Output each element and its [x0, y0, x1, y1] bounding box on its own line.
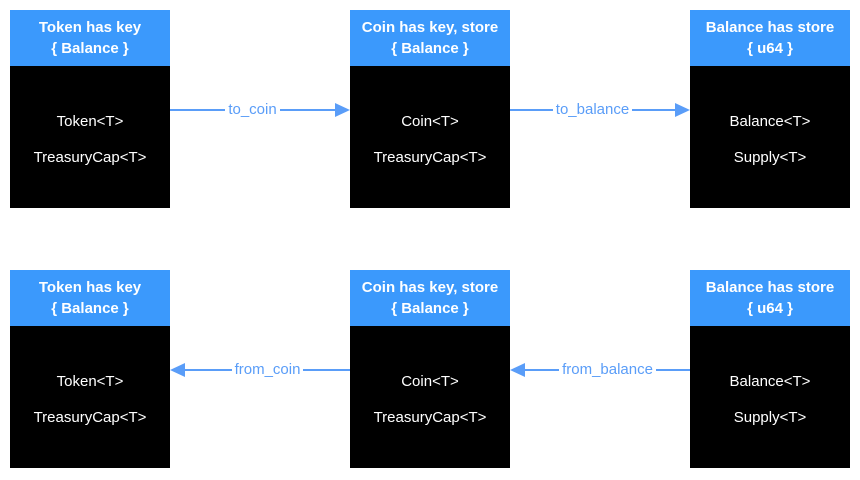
struct-header-token: Token has key { Balance } [10, 10, 170, 66]
struct-body-token: Token<T> TreasuryCap<T> [10, 326, 170, 468]
diagram-row-to: Token has key { Balance } Token<T> Treas… [0, 10, 860, 208]
arrow-from-coin: from_coin [170, 270, 351, 468]
arrow-line [525, 369, 560, 371]
struct-header-balance: Balance has store { u64 } [690, 10, 850, 66]
arrow-line [632, 109, 675, 111]
struct-box-balance: Balance has store { u64 } Balance<T> Sup… [690, 10, 850, 208]
arrowhead-right-icon [675, 103, 690, 117]
struct-abilities-label: Coin has key, store [361, 19, 499, 36]
arrow-label: to_balance [555, 101, 630, 118]
struct-abilities-label: Balance has store [705, 19, 835, 36]
struct-type-name: Supply<T> [733, 408, 807, 426]
struct-type-name: Balance<T> [729, 372, 811, 390]
struct-body-coin: Coin<T> TreasuryCap<T> [350, 66, 510, 208]
arrow-to-coin: to_coin [170, 10, 350, 208]
struct-box-coin: Coin has key, store { Balance } Coin<T> … [350, 10, 510, 208]
arrow-line [303, 369, 351, 371]
struct-header-coin: Coin has key, store { Balance } [350, 10, 510, 66]
arrow-line [279, 109, 335, 111]
struct-type-name: TreasuryCap<T> [373, 148, 487, 166]
struct-body-token: Token<T> TreasuryCap<T> [10, 66, 170, 208]
struct-type-name: Token<T> [56, 112, 124, 130]
struct-header-token: Token has key { Balance } [10, 270, 170, 326]
arrow-line [185, 369, 232, 371]
struct-box-token: Token has key { Balance } Token<T> Treas… [10, 270, 170, 468]
struct-stored-type-label: { Balance } [51, 300, 129, 317]
arrow-from-balance: from_balance [510, 270, 691, 468]
struct-box-balance: Balance has store { u64 } Balance<T> Sup… [690, 270, 850, 468]
struct-header-coin: Coin has key, store { Balance } [350, 270, 510, 326]
arrow-label: to_coin [228, 101, 277, 118]
struct-body-balance: Balance<T> Supply<T> [690, 326, 850, 468]
arrow-body: from_coin [170, 361, 351, 379]
arrow-to-balance: to_balance [510, 10, 690, 208]
arrow-line [655, 369, 691, 371]
struct-type-name: Token<T> [56, 372, 124, 390]
struct-box-coin: Coin has key, store { Balance } Coin<T> … [350, 270, 510, 468]
struct-abilities-label: Token has key [38, 19, 142, 36]
struct-type-name: TreasuryCap<T> [33, 148, 147, 166]
struct-box-token: Token has key { Balance } Token<T> Treas… [10, 10, 170, 208]
arrow-body: to_coin [170, 101, 350, 119]
struct-type-name: Coin<T> [401, 372, 459, 390]
diagram-row-from: Token has key { Balance } Token<T> Treas… [0, 270, 860, 468]
arrow-label: from_coin [234, 361, 301, 378]
arrow-body: to_balance [510, 101, 690, 119]
arrowhead-right-icon [335, 103, 350, 117]
struct-abilities-label: Coin has key, store [361, 279, 499, 296]
arrow-label: from_balance [562, 361, 653, 378]
struct-body-coin: Coin<T> TreasuryCap<T> [350, 326, 510, 468]
struct-stored-type-label: { Balance } [391, 40, 469, 57]
arrowhead-left-icon [510, 363, 525, 377]
struct-stored-type-label: { Balance } [51, 40, 129, 57]
struct-type-name: Coin<T> [401, 112, 459, 130]
struct-stored-type-label: { Balance } [391, 300, 469, 317]
arrow-line [170, 109, 226, 111]
struct-type-name: Supply<T> [733, 148, 807, 166]
arrow-line [510, 109, 553, 111]
arrowhead-left-icon [170, 363, 185, 377]
struct-type-name: TreasuryCap<T> [33, 408, 147, 426]
struct-type-name: TreasuryCap<T> [373, 408, 487, 426]
struct-body-balance: Balance<T> Supply<T> [690, 66, 850, 208]
struct-type-name: Balance<T> [729, 112, 811, 130]
struct-stored-type-label: { u64 } [747, 300, 793, 317]
arrow-body: from_balance [510, 361, 691, 379]
struct-abilities-label: Token has key [38, 279, 142, 296]
struct-header-balance: Balance has store { u64 } [690, 270, 850, 326]
struct-abilities-label: Balance has store [705, 279, 835, 296]
struct-stored-type-label: { u64 } [747, 40, 793, 57]
